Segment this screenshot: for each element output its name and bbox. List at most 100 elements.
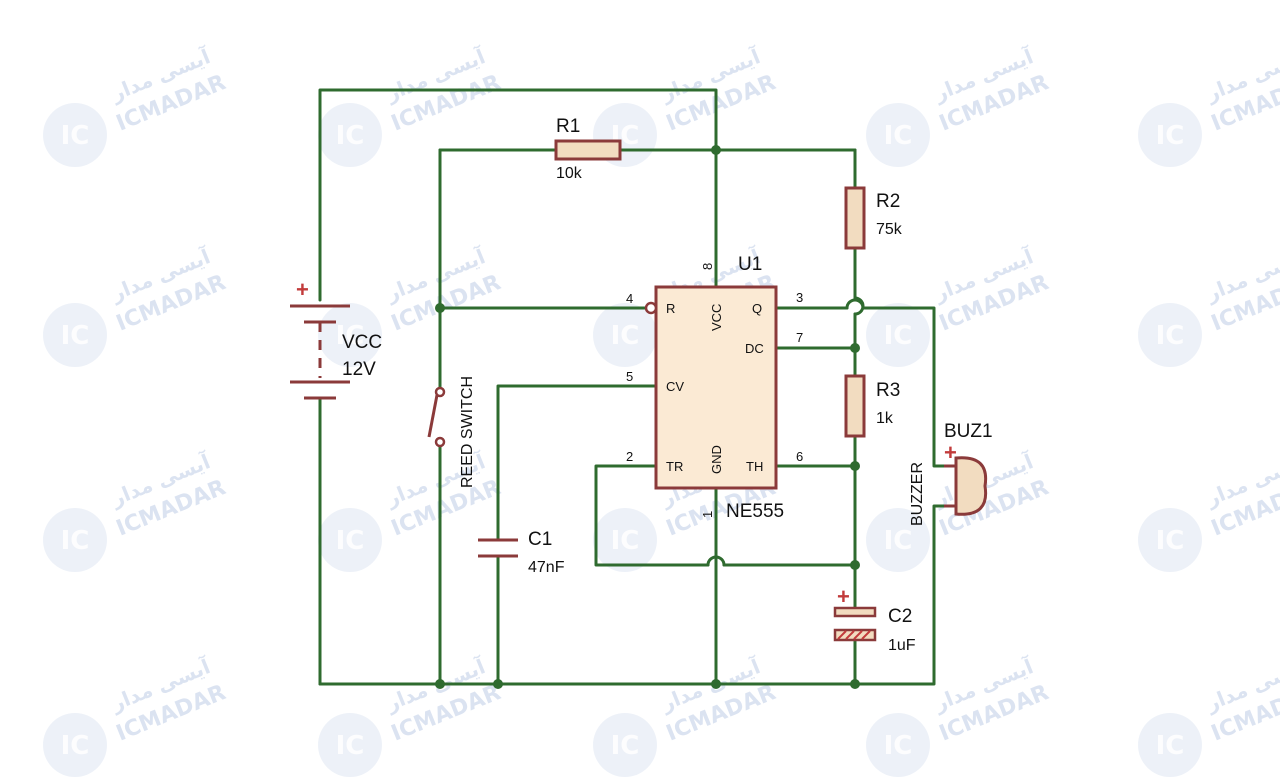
ic-pin-r: R: [666, 301, 675, 316]
battery-plus-sign: +: [296, 277, 309, 302]
watermark-badge-text: IC: [611, 526, 640, 556]
watermark-badge-text: IC: [61, 121, 90, 151]
watermark-logo-icon: [43, 103, 107, 167]
watermark-badge-text: IC: [336, 526, 365, 556]
r2-value: 75k: [876, 221, 903, 238]
watermark-logo-icon: [1138, 103, 1202, 167]
watermark-logo-icon: [593, 303, 657, 367]
ic-pin-vcc: VCC: [709, 304, 724, 331]
watermark-badge-text: IC: [1156, 121, 1185, 151]
battery-vcc: + VCC 12V: [290, 277, 382, 400]
watermark-logo-icon: [1138, 508, 1202, 572]
buzzer-type-label: BUZZER: [909, 462, 926, 526]
ic-pin-q: Q: [752, 301, 762, 316]
c1-value: 47nF: [528, 559, 565, 576]
c2-value: 1uF: [888, 637, 916, 654]
pin-number-1: 1: [700, 511, 715, 518]
watermark-logo-icon: [318, 713, 382, 777]
pin-number-7: 7: [796, 330, 803, 345]
pin-number-2: 2: [626, 449, 633, 464]
watermark-logo-icon: [593, 508, 657, 572]
ic-pin-dc: DC: [745, 341, 764, 356]
watermark-logo-icon: [593, 713, 657, 777]
watermark-badge-text: IC: [1156, 731, 1185, 761]
watermark-badge-text: IC: [61, 526, 90, 556]
watermark-logo-icon: [866, 303, 930, 367]
reed-switch-label: REED SWITCH: [459, 376, 476, 488]
c1-label: C1: [528, 529, 552, 550]
ic-pin-tr: TR: [666, 459, 683, 474]
reed-switch: REED SWITCH: [427, 376, 476, 488]
battery-label: VCC: [342, 332, 382, 353]
ic-pin-th: TH: [746, 459, 763, 474]
pin-number-5: 5: [626, 369, 633, 384]
watermark-logo-icon: [1138, 713, 1202, 777]
watermark-logo-icon: [43, 508, 107, 572]
pin-number-3: 3: [796, 290, 803, 305]
junctions: [435, 145, 860, 689]
pin-number-6: 6: [796, 449, 803, 464]
watermark-badge-text: IC: [336, 321, 365, 351]
watermark-badge-text: IC: [61, 731, 90, 761]
resistor-r1: R1 10k: [554, 116, 622, 182]
ic-part-number: NE555: [726, 501, 784, 522]
watermark-logo-icon: [43, 303, 107, 367]
pin-number-8: 8: [700, 263, 715, 270]
ic-pin-cv: CV: [666, 379, 684, 394]
r3-value: 1k: [876, 410, 894, 427]
pin-number-4: 4: [626, 291, 633, 306]
watermark-logo-icon: [318, 103, 382, 167]
resistor-r3: R3 1k: [844, 374, 900, 438]
watermark-logo-icon: [866, 713, 930, 777]
capacitor-c1: C1 47nF: [478, 529, 565, 576]
ic-pin-gnd: GND: [709, 445, 724, 474]
r1-label: R1: [556, 116, 580, 137]
watermark-badge-text: IC: [884, 121, 913, 151]
resistor-r2: R2 75k: [844, 186, 903, 250]
watermark-badge-text: IC: [336, 121, 365, 151]
watermark-logo-icon: [318, 303, 382, 367]
watermark-logo-icon: [43, 713, 107, 777]
r1-value: 10k: [556, 165, 583, 182]
capacitor-c2: + C2 1uF: [833, 584, 916, 654]
watermark-logo-icon: [318, 508, 382, 572]
watermark-logo-icon: [1138, 303, 1202, 367]
watermark-badge-text: IC: [884, 526, 913, 556]
watermark-logo-icon: [866, 508, 930, 572]
wires: [318, 88, 946, 686]
watermark-badge-text: IC: [611, 731, 640, 761]
r3-label: R3: [876, 380, 900, 401]
buzzer-buz1: + BUZ1 BUZZER: [909, 421, 993, 526]
ic-ne555: U1 NE555 R VCC Q DC CV TR GND TH 1 2 3 4…: [626, 254, 803, 522]
battery-value: 12V: [342, 359, 376, 380]
watermark-badge-text: IC: [884, 321, 913, 351]
watermark-badge-text: IC: [1156, 526, 1185, 556]
c2-plus-sign: +: [837, 584, 850, 609]
watermark-logo-icon: [866, 103, 930, 167]
watermark-badge-text: IC: [884, 731, 913, 761]
watermark-badge-text: IC: [1156, 321, 1185, 351]
buzzer-plus-sign: +: [944, 440, 957, 465]
watermark-badge-text: IC: [611, 321, 640, 351]
r2-label: R2: [876, 191, 900, 212]
ic-label: U1: [738, 254, 762, 275]
buzzer-label: BUZ1: [944, 421, 993, 442]
watermark-badge-text: IC: [61, 321, 90, 351]
c2-label: C2: [888, 606, 912, 627]
